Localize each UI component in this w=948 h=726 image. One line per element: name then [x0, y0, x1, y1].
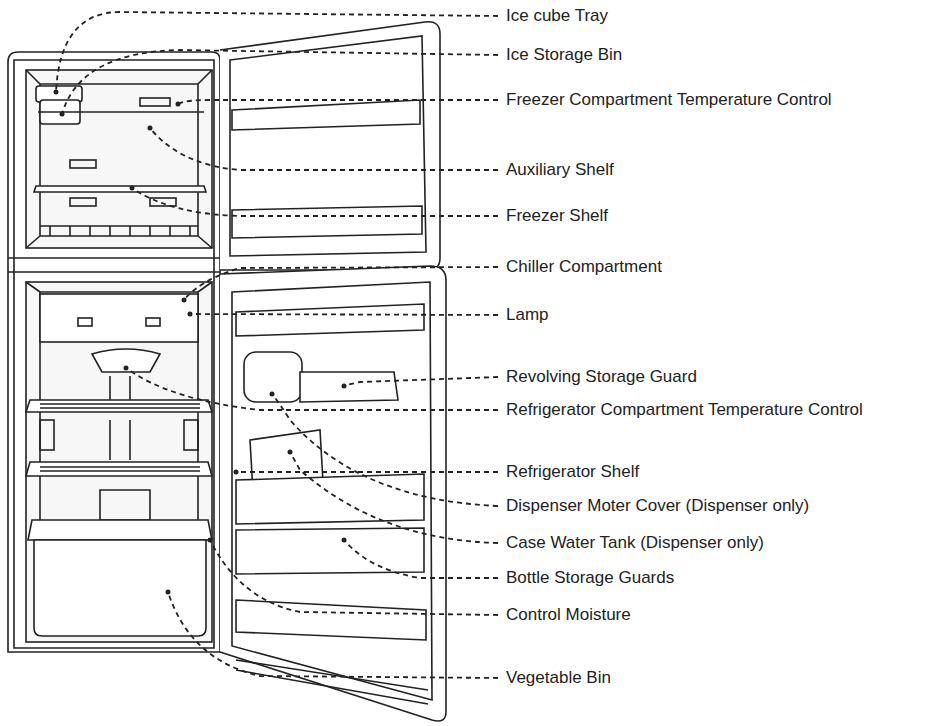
part-label: Dispenser Moter Cover (Dispenser only): [506, 496, 809, 516]
part-label: Auxiliary Shelf: [506, 160, 614, 180]
part-label: Chiller Compartment: [506, 257, 662, 277]
part-label: Refrigerator Shelf: [506, 462, 639, 482]
part-label: Revolving Storage Guard: [506, 367, 697, 387]
part-label: Case Water Tank (Dispenser only): [506, 533, 764, 553]
part-label: Ice cube Tray: [506, 6, 608, 26]
part-label: Ice Storage Bin: [506, 45, 622, 65]
part-label: Control Moisture: [506, 605, 631, 625]
part-label: Freezer Shelf: [506, 206, 608, 226]
part-label: Bottle Storage Guards: [506, 568, 674, 588]
part-label: Freezer Compartment Temperature Control: [506, 90, 832, 110]
part-label: Vegetable Bin: [506, 668, 611, 688]
part-label: Refrigerator Compartment Temperature Con…: [506, 400, 863, 420]
part-label: Lamp: [506, 305, 549, 325]
